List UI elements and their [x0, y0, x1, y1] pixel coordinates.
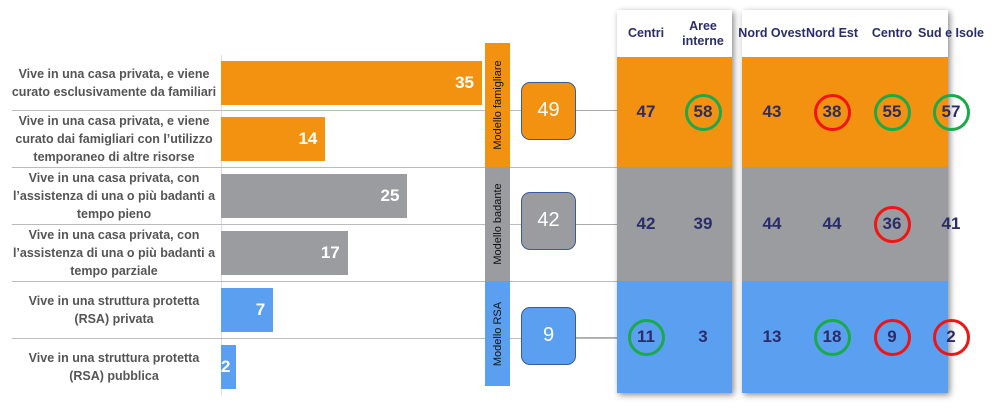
column-header: Sud e Isole — [918, 26, 984, 40]
red-circle-highlight — [873, 318, 911, 356]
table-cell: 55 — [862, 82, 922, 142]
category-label: Vive in una struttura protetta (RSA) pub… — [28, 350, 200, 383]
table-cell: 18 — [802, 307, 862, 367]
model-band: Modello badante — [485, 167, 510, 281]
cell-value: 43 — [762, 102, 782, 121]
bar-value-label: 7 — [255, 300, 266, 319]
cell-value: 3 — [698, 327, 708, 346]
table-cell: 47 — [616, 82, 676, 142]
cell-value: 44 — [822, 214, 842, 233]
bar-value-label: 35 — [455, 73, 474, 92]
cell-value: 44 — [762, 214, 782, 233]
panel-territory: Centri Aree interne 47 58 42 39 11 3 — [617, 10, 732, 393]
row-badante — [617, 167, 732, 281]
table-cell: 39 — [673, 194, 733, 254]
category-label: Vive in una casa privata, con l’assisten… — [12, 227, 216, 278]
model-total-box: 49 — [521, 82, 576, 140]
row-separator — [12, 110, 618, 111]
table-cell: 57 — [921, 82, 981, 142]
cell-value: 41 — [941, 214, 961, 233]
model-band: Modello RSA — [485, 281, 510, 386]
category-label: Vive in una casa privata, con l’assisten… — [12, 170, 216, 221]
bar: 17 — [221, 231, 348, 275]
bar-value-label: 2 — [221, 357, 231, 376]
connector-line — [576, 224, 617, 225]
column-header: Aree interne — [682, 18, 724, 48]
cell-value: 13 — [762, 327, 782, 346]
table-cell: 9 — [862, 307, 922, 367]
table-cell: 44 — [742, 194, 802, 254]
row-separator — [12, 167, 618, 168]
bar: 7 — [221, 288, 274, 332]
bar: 35 — [221, 61, 482, 105]
red-circle-highlight — [932, 318, 970, 356]
green-circle-highlight — [873, 93, 911, 131]
cell-value: 42 — [636, 214, 656, 233]
model-label: Modello RSA — [491, 301, 504, 366]
column-header: Nord Ovest — [738, 26, 806, 40]
model-label: Modello badante — [491, 183, 504, 265]
red-circle-highlight — [813, 93, 851, 131]
green-circle-highlight — [627, 318, 665, 356]
model-label: Modello famigliare — [491, 60, 504, 150]
bar: 2 — [221, 345, 236, 389]
column-header: Centro — [871, 26, 913, 40]
column-header: Nord Est — [805, 26, 859, 40]
category-label: Vive in una struttura protetta (RSA) pri… — [28, 293, 200, 326]
cell-value: 39 — [693, 214, 713, 233]
table-cell: 3 — [673, 307, 733, 367]
table-cell: 38 — [802, 82, 862, 142]
connector-line — [576, 337, 617, 338]
row-separator — [12, 224, 618, 225]
column-header: Centri — [627, 26, 665, 40]
table-cell: 41 — [921, 194, 981, 254]
red-circle-highlight — [873, 205, 911, 243]
cell-value: 47 — [636, 102, 656, 121]
bar-value-label: 25 — [380, 186, 400, 205]
model-total-box: 9 — [521, 307, 576, 365]
row-separator — [12, 281, 618, 282]
bar-value-label: 14 — [298, 129, 318, 148]
model-band: Modello famigliare — [485, 43, 510, 167]
connector-line — [576, 110, 617, 111]
bar-value-label: 17 — [320, 243, 340, 262]
table-cell: 43 — [742, 82, 802, 142]
row-separator — [12, 338, 618, 339]
model-total-box: 42 — [521, 192, 576, 250]
table-cell: 42 — [616, 194, 676, 254]
category-label: Vive in una casa privata, e viene curato… — [15, 113, 213, 164]
table-cell: 58 — [673, 82, 733, 142]
table-cell: 11 — [616, 307, 676, 367]
axis-line — [221, 55, 222, 395]
bar: 14 — [221, 117, 326, 161]
table-cell: 13 — [742, 307, 802, 367]
table-cell: 2 — [921, 307, 981, 367]
green-circle-highlight — [684, 93, 722, 131]
green-circle-highlight — [932, 93, 970, 131]
green-circle-highlight — [813, 318, 851, 356]
row-badante — [742, 167, 948, 281]
category-label: Vive in una casa privata, e viene curato… — [11, 66, 217, 99]
table-cell: 44 — [802, 194, 862, 254]
bar: 25 — [221, 174, 408, 218]
table-cell: 36 — [862, 194, 922, 254]
